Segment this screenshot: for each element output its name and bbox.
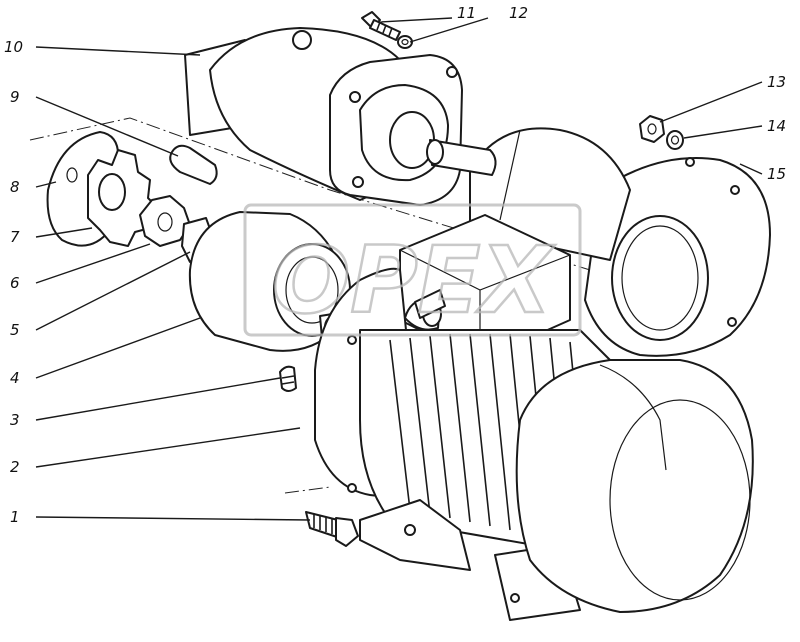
callout-labels: 1 2 3 4 5 6 7 8 9 10 11 12 13 14 15 xyxy=(4,4,786,526)
motor-flange xyxy=(584,157,771,357)
callout-6: 6 xyxy=(10,274,20,292)
callout-3: 3 xyxy=(10,411,20,429)
center-lines xyxy=(29,117,721,494)
axle-pin xyxy=(169,144,218,185)
callout-9: 9 xyxy=(10,88,20,106)
housing-bolt xyxy=(361,11,401,41)
callout-8: 8 xyxy=(10,178,20,196)
callout-15: 15 xyxy=(767,165,786,183)
callout-12: 12 xyxy=(509,4,528,22)
svg-text:OPEX: OPEX xyxy=(272,227,555,334)
set-screw xyxy=(279,365,297,392)
leader-lines xyxy=(35,17,763,521)
watermark-logo: OPEX xyxy=(243,203,582,337)
callout-5: 5 xyxy=(10,321,20,339)
pump-housing xyxy=(184,27,497,206)
callout-4: 4 xyxy=(10,369,20,387)
callout-11: 11 xyxy=(457,4,476,22)
electric-motor xyxy=(314,214,754,621)
washer xyxy=(666,130,684,150)
bolt xyxy=(305,511,359,547)
callout-1: 1 xyxy=(10,508,20,526)
callout-2: 2 xyxy=(10,458,20,476)
callout-13: 13 xyxy=(767,73,786,91)
nut xyxy=(639,115,665,143)
housing-washer xyxy=(397,35,413,49)
callout-10: 10 xyxy=(4,38,23,56)
callout-14: 14 xyxy=(767,117,786,135)
callout-7: 7 xyxy=(10,228,20,246)
